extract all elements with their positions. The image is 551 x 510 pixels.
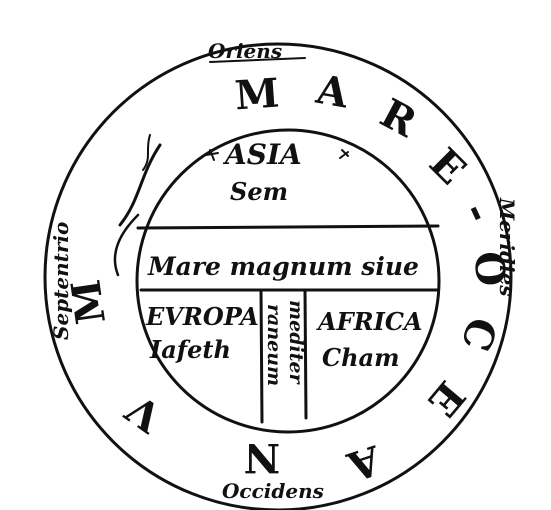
ocean-letter: V <box>117 384 171 441</box>
sea-label-vertical-2: raneum <box>263 304 285 386</box>
ocean-wave-2 <box>113 213 140 277</box>
ocean-letter: M <box>62 277 115 327</box>
asia-son: Sem <box>230 177 288 206</box>
ocean-letter: R <box>373 90 425 147</box>
europa-son: Iafeth <box>149 335 231 364</box>
t-left-stem <box>259 288 264 424</box>
inner-disc <box>135 128 441 434</box>
ocean-letter: O <box>465 249 515 288</box>
africa-son: Cham <box>322 343 400 372</box>
region-africa: AFRICA Cham <box>316 307 423 372</box>
outer-ring <box>43 42 513 510</box>
ocean-letter: A <box>312 66 353 118</box>
label-septentrio: Septentrio <box>49 222 73 340</box>
sea-label-vertical-1: mediter <box>285 300 307 386</box>
t-right-stem <box>303 288 308 420</box>
oriens-underline <box>209 57 306 63</box>
ocean-letter: E <box>419 372 475 426</box>
ocean-letter: M <box>233 70 280 120</box>
ocean-letter: N <box>244 434 281 481</box>
label-occidens: Occidens <box>222 479 324 503</box>
europa-name: EVROPA <box>145 302 259 331</box>
ocean-letter: A <box>341 435 387 490</box>
asia-mark-left <box>205 149 219 161</box>
africa-name: AFRICA <box>316 307 423 336</box>
asia-name: ASIA <box>222 138 302 171</box>
region-asia: ASIA Sem <box>205 138 349 206</box>
ocean-letter: C <box>452 312 507 357</box>
t-top-line <box>136 224 440 230</box>
asia-mark-right <box>339 149 349 159</box>
label-meridies: Meridies <box>495 197 519 297</box>
ocean-wave-1 <box>118 143 162 227</box>
ocean-letter: E <box>420 139 475 194</box>
sea-label-horizontal: Mare magnum siue <box>147 252 419 281</box>
ocean-wave-3 <box>142 134 151 171</box>
region-europa: EVROPA Iafeth <box>145 302 259 364</box>
